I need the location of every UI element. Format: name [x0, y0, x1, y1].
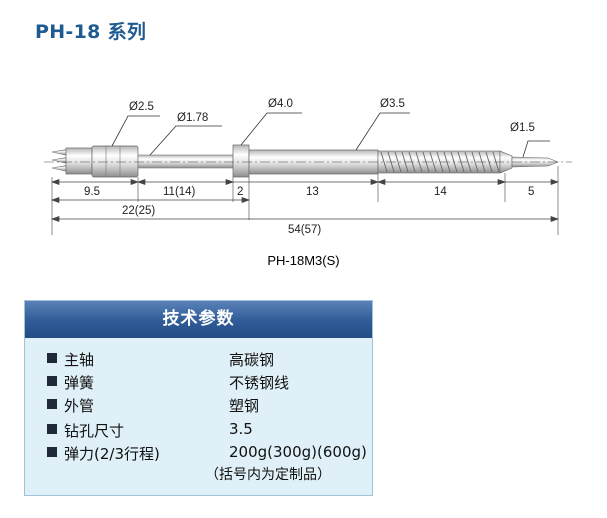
- crown-tip: [51, 145, 139, 178]
- dim-9-5: 9.5: [84, 186, 100, 198]
- spec-key: 外管: [64, 397, 95, 415]
- bullet-icon: [47, 399, 57, 409]
- tail-taper: [499, 150, 513, 174]
- dim-13: 13: [306, 186, 319, 198]
- series-title: PH-18 系列: [35, 21, 147, 43]
- dim-14: 14: [434, 186, 447, 198]
- thread-mark: [394, 151, 402, 173]
- bullet-icon: [47, 447, 57, 457]
- thread-mark: [380, 151, 388, 173]
- dia-label-2: Ø1.78: [177, 112, 208, 124]
- bullet-icon: [47, 424, 57, 434]
- dia-label-4: Ø3.5: [380, 98, 405, 110]
- spec-value: 200g(300g)(600g): [229, 443, 367, 461]
- thread-mark: [429, 151, 437, 173]
- spec-value: 3.5: [229, 420, 253, 438]
- collar: [232, 144, 250, 178]
- dia-label-5: Ø1.5: [510, 122, 535, 134]
- spec-key: 主轴: [64, 351, 95, 369]
- spec-value: 塑钢: [229, 397, 260, 415]
- bullet-icon: [47, 353, 57, 363]
- dim-22-25: 22(25): [122, 205, 155, 217]
- thread-mark: [471, 151, 479, 173]
- dim-5: 5: [528, 186, 534, 198]
- spec-key: 弹力(2/3行程): [64, 445, 160, 463]
- spec-header: 技术参数: [25, 301, 372, 338]
- probe-drawing: Ø2.5 Ø1.78 Ø4.0 Ø3.5 Ø1.5 9.5 11(14) 2 1…: [44, 98, 572, 236]
- spec-value: 不锈钢线: [229, 374, 290, 392]
- spec-key: 弹簧: [64, 374, 95, 392]
- spec-key: 钻孔尺寸: [64, 422, 125, 440]
- dia-label-1: Ø2.5: [129, 101, 154, 113]
- spec-value: 高碳钢: [229, 351, 275, 369]
- dim-2: 2: [237, 186, 243, 198]
- custom-note: （括号内为定制品）: [205, 467, 331, 483]
- dim-54-57: 54(57): [288, 224, 321, 236]
- dim-11-14: 11(14): [163, 186, 196, 198]
- bullet-icon: [47, 376, 57, 386]
- model-label: PH-18M3(S): [267, 253, 340, 268]
- dia-label-3: Ø4.0: [268, 98, 293, 110]
- spec-panel: 技术参数 主轴 高碳钢 弹簧 不锈钢线 外管 塑钢 钻孔尺寸 3.5 弹力(2/…: [24, 300, 373, 496]
- plunger-shaft: [137, 154, 234, 169]
